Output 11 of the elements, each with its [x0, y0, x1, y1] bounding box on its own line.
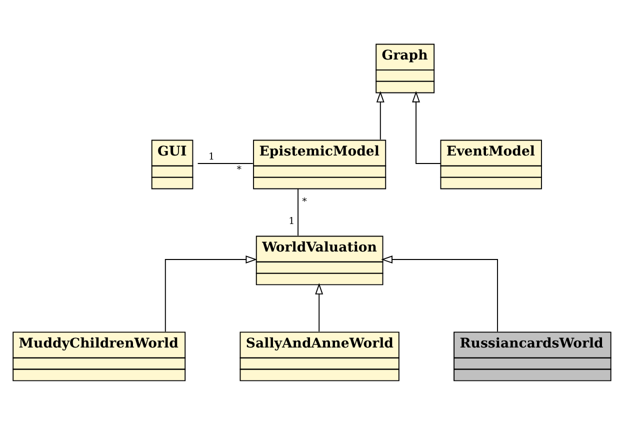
label: * [236, 164, 242, 176]
arrow [315, 282, 324, 332]
connector [197, 163, 254, 164]
arrow [381, 256, 498, 332]
arrow [164, 256, 258, 332]
connector [298, 188, 299, 236]
label: * [302, 196, 307, 208]
arrow [412, 90, 442, 164]
label: 1 [208, 151, 215, 162]
label: 1 [288, 216, 295, 228]
arrow [376, 91, 384, 140]
